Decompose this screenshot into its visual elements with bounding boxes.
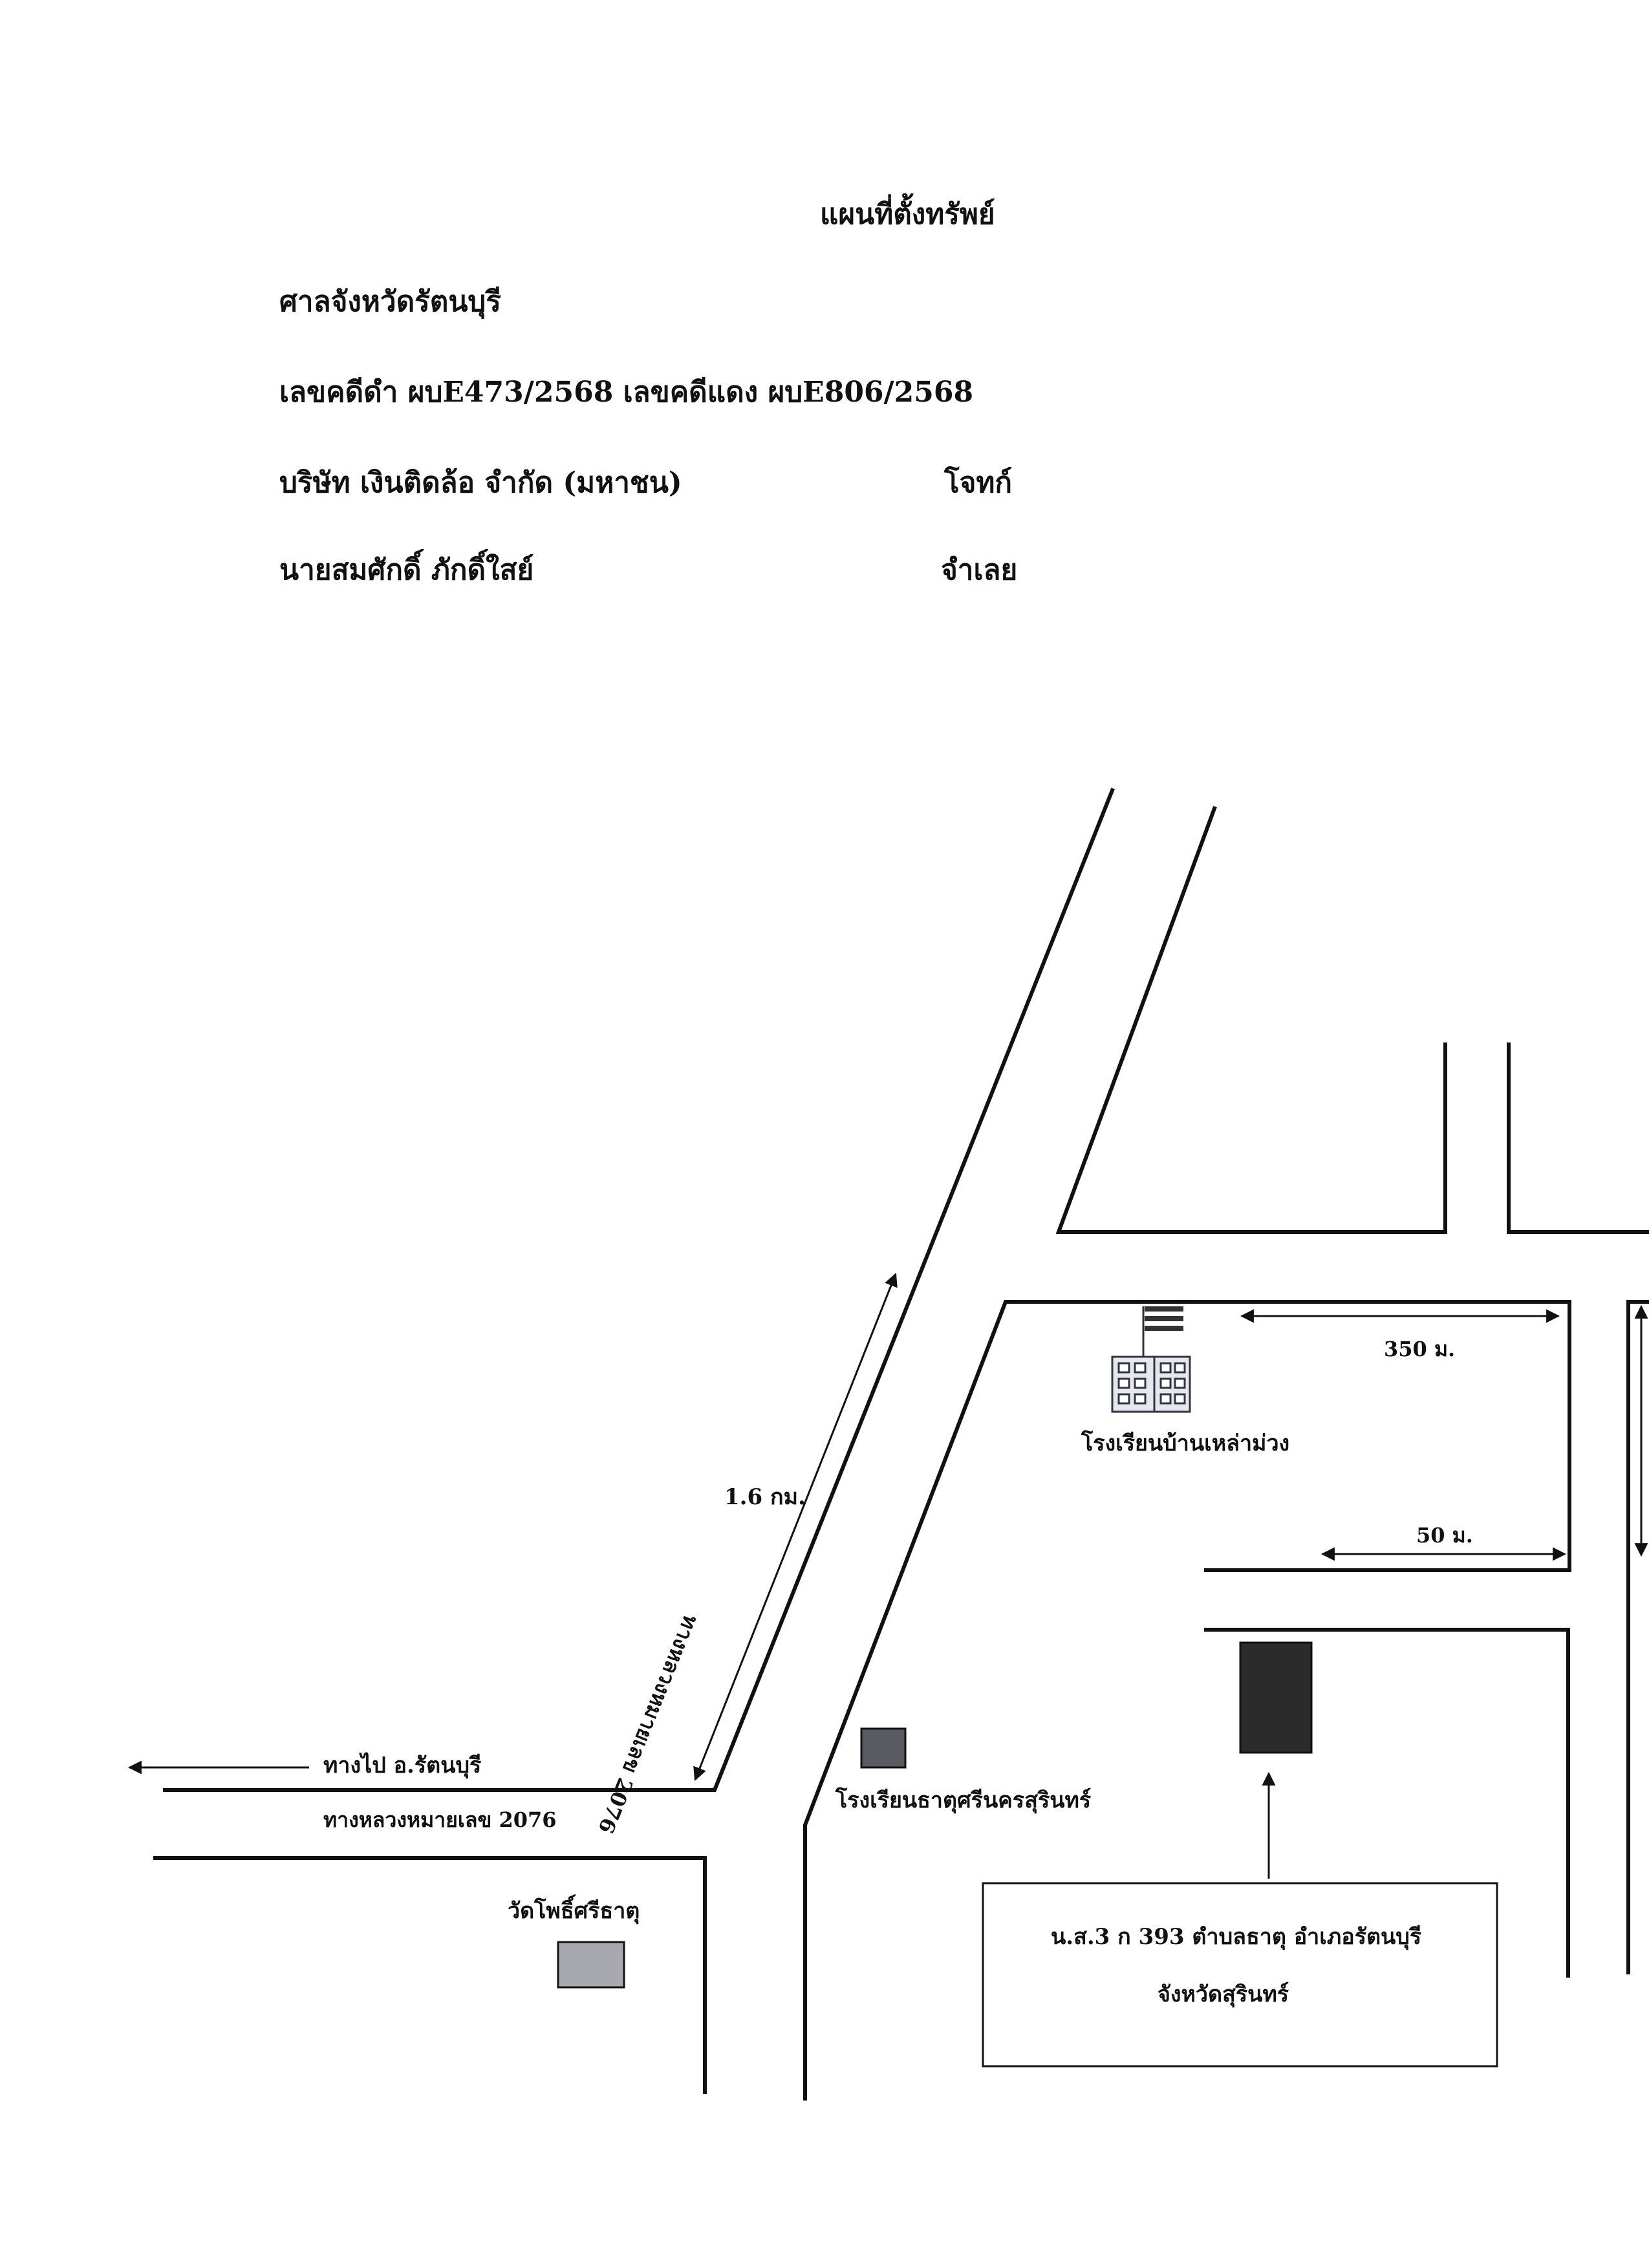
distance-label-1-6km: 1.6 กม. [724,1484,806,1510]
property-info-box [982,1882,1498,2068]
school-building-icon [1111,1306,1191,1413]
direction-label: ทางไป อ.รัตนบุรี [323,1753,482,1778]
court-name: ศาลจังหวัดรัตนบุรี [279,285,501,318]
far-right-road-edge [1626,1300,1649,1974]
property-marker [1239,1641,1313,1754]
road-name-horizontal: ทางหลวงหมายเลข 2076 [323,1808,557,1832]
distance-arrows [127,1273,1648,1879]
distance-arrow-1-6km [693,1273,898,1781]
upper-right-road-edge [1507,1042,1649,1234]
distance-label-50m: 50 ม. [1416,1523,1473,1548]
lower-left-road-edge [153,1856,707,2094]
school-block-road-edge [803,1300,1571,2101]
case-numbers: เลขคดีดำ ผบE473/2568 เลขคดีแดง ผบE806/25… [279,376,974,409]
highway-road-edge-left [163,788,1115,1792]
plaintiff-role: โจทก์ [944,466,1013,499]
school-2-marker [860,1727,907,1769]
school-1-label: โรงเรียนบ้านเหล่าม่วง [1081,1431,1290,1456]
temple-marker [557,1941,625,1989]
defendant-role: จำเลย [941,554,1018,587]
defendant-name: นายสมศักดิ์ ภักดิ์ใสย์ [279,554,534,587]
distance-label-350m: 350 ม. [1384,1337,1456,1361]
temple-label: วัดโพธิ์ศรีธาตุ [508,1898,640,1924]
school-2-label: โรงเรียนธาตุศรีนครสุรินทร์ [835,1787,1092,1813]
upper-road-edge [1055,806,1447,1234]
plaintiff-name: บริษัท เงินติดล้อ จำกัด (มหาชน) [279,466,682,499]
property-line-2: จังหวัดสุรินทร์ [1158,1982,1289,2007]
property-line-1: น.ส.3 ก 393 ตำบลธาตุ อำเภอรัตนบุรี [1051,1924,1422,1950]
lower-right-road-edge [1204,1628,1570,1978]
road-lines [153,788,1649,2101]
document-title: แผนที่ตั้งทรัพย์ [820,198,995,231]
